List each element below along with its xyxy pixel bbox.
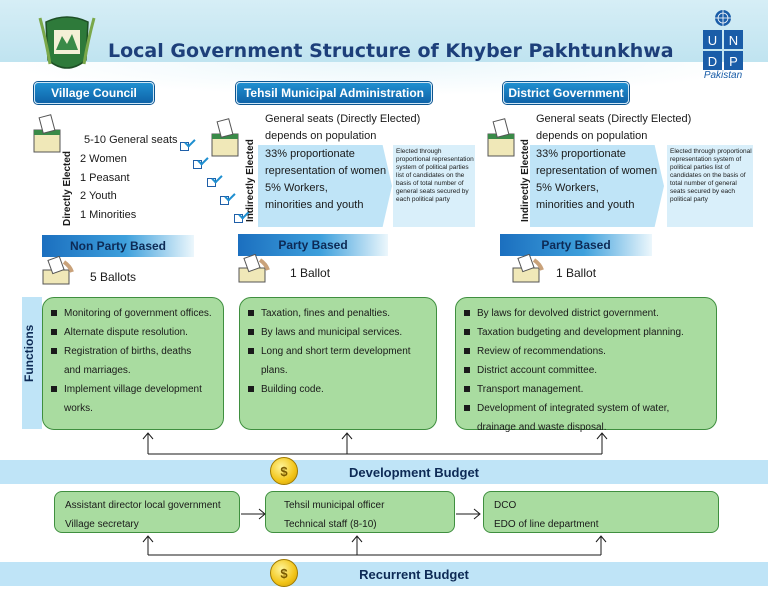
tehsil-indirect-box — [258, 145, 392, 227]
tehsil-party-band: Party Based — [238, 234, 388, 256]
checkbox-icon — [180, 142, 189, 151]
tehsil-population-note: depends on population — [265, 130, 377, 142]
district-indirect-line: 33% proportionate — [536, 148, 626, 160]
district-indirect-line: representation of women — [536, 165, 658, 177]
tehsil-general-seats: General seats (Directly Elected) — [265, 113, 421, 125]
recurrent-budget-band: Recurrent Budget — [0, 562, 768, 586]
district-indirect-line: 5% Workers, — [536, 182, 599, 194]
function-item: Transport management. — [464, 380, 708, 399]
function-item: Building code. — [248, 380, 428, 399]
tehsil-side-label: Indirectly Elected — [245, 139, 256, 222]
recurrent-budget-label: Recurrent Budget — [359, 566, 469, 582]
official-item: Tehsil municipal officer — [284, 500, 385, 511]
function-item-continuation: drainage and waste disposal. — [477, 422, 607, 433]
development-budget-label: Development Budget — [348, 464, 479, 480]
development-budget-band: Development Budget — [0, 460, 768, 484]
page-title: Local Government Structure of Khyber Pak… — [108, 40, 674, 62]
checkbox-icon — [206, 178, 216, 187]
tehsil-ballots: 1 Ballot — [290, 266, 331, 280]
function-item: District account committee. — [464, 361, 708, 380]
tehsil-note: Elected through proportional representat… — [396, 148, 474, 203]
function-item-continuation: works. — [64, 403, 93, 414]
district-indirect-line: minorities and youth — [536, 199, 635, 211]
district-indirect-box — [530, 145, 664, 227]
function-item: By laws and municipal services. — [248, 323, 428, 342]
coin-icon: $ — [270, 457, 298, 485]
seat-item: 5-10 General seats — [84, 134, 178, 146]
seat-item: 1 Minorities — [80, 209, 137, 221]
seat-item: 2 Youth — [80, 190, 117, 202]
undp-letter-d: D — [708, 54, 717, 69]
official-item: DCO — [494, 500, 517, 511]
function-item: Long and short term development — [248, 342, 428, 361]
functions-label: Functions — [22, 324, 36, 382]
kp-emblem-icon — [38, 16, 96, 69]
district-party-band: Party Based — [500, 234, 652, 256]
seat-item: 2 Women — [80, 153, 127, 165]
undp-letter-u: U — [708, 33, 717, 48]
official-item: Assistant director local government — [65, 500, 221, 511]
district-officials-box: DCO EDO of line department — [483, 491, 719, 533]
function-item: By laws for devolved district government… — [464, 304, 708, 323]
district-note: Elected through proportional representat… — [670, 148, 752, 203]
ballot-drop-icon — [42, 256, 74, 285]
tehsil-indirect-line: 5% Workers, — [265, 182, 328, 194]
village-council-title: Village Council — [34, 82, 154, 104]
undp-letter-p: P — [729, 54, 738, 69]
village-party-band: Non Party Based — [42, 235, 194, 257]
official-item: Village secretary — [65, 519, 139, 530]
ballot-box-icon — [487, 118, 515, 157]
ballot-drop-icon — [512, 254, 544, 283]
official-item: EDO of line department — [494, 519, 599, 530]
tehsil-indirect-line: 33% proportionate — [265, 148, 355, 160]
function-item: Alternate dispute resolution. — [51, 323, 215, 342]
district-note-box — [667, 145, 753, 227]
tehsil-officials-box: Tehsil municipal officer Technical staff… — [265, 491, 455, 533]
village-officials-box: Assistant director local government Vill… — [54, 491, 240, 533]
function-item: Registration of births, deaths — [51, 342, 215, 361]
checkbox-icon — [193, 160, 203, 169]
checkbox-icon — [233, 214, 243, 223]
district-functions-box: By laws for devolved district government… — [455, 297, 717, 433]
ballot-box-icon — [33, 114, 61, 153]
function-item: Taxation budgeting and development plann… — [464, 323, 708, 342]
tehsil-title: Tehsil Municipal Administration — [236, 82, 432, 104]
function-item: Implement village development — [51, 380, 215, 399]
seat-item: 1 Peasant — [80, 172, 130, 184]
official-arrows — [241, 508, 481, 520]
function-item: Taxation, fines and penalties. — [248, 304, 428, 323]
village-side-label: Directly Elected — [62, 150, 73, 226]
district-population-note: depends on population — [536, 130, 648, 142]
undp-subtitle: Pakistan — [703, 70, 743, 81]
function-item: Development of integrated system of wate… — [464, 399, 708, 418]
undp-letter-n: N — [729, 33, 738, 48]
function-item-continuation: and marriages. — [64, 365, 131, 376]
tehsil-indirect-line: representation of women — [265, 165, 387, 177]
undp-logo-icon: U N D P — [703, 10, 743, 70]
district-side-label: Indirectly Elected — [520, 139, 531, 222]
ballot-drop-icon — [238, 254, 270, 283]
function-item: Monitoring of government offices. — [51, 304, 215, 323]
dev-budget-connectors — [142, 432, 608, 455]
tehsil-note-box — [393, 145, 475, 227]
tehsil-functions-box: Taxation, fines and penalties. By laws a… — [239, 297, 437, 430]
coin-icon: $ — [270, 559, 298, 587]
tehsil-indirect-line: minorities and youth — [265, 199, 364, 211]
ballot-box-icon — [211, 118, 239, 157]
district-title: District Government — [503, 82, 629, 104]
function-item: Review of recommendations. — [464, 342, 708, 361]
checkbox-icon — [220, 196, 230, 205]
functions-band — [22, 297, 42, 429]
village-functions-box: Monitoring of government offices. Altern… — [42, 297, 224, 430]
district-ballots: 1 Ballot — [556, 266, 597, 280]
recurrent-budget-connectors — [142, 535, 607, 556]
village-ballots: 5 Ballots — [90, 270, 137, 284]
official-item: Technical staff (8-10) — [284, 519, 377, 530]
function-item-continuation: plans. — [261, 365, 288, 376]
district-general-seats: General seats (Directly Elected) — [536, 113, 692, 125]
